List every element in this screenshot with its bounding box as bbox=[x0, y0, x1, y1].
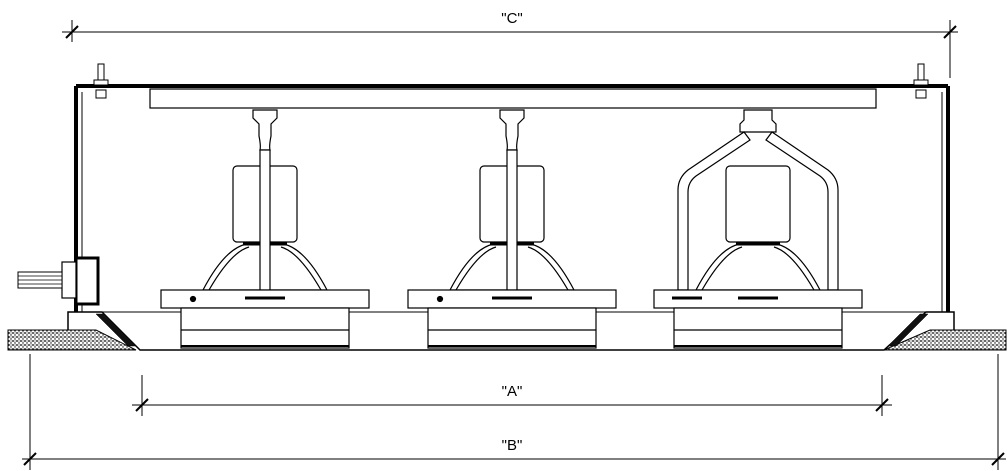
fixture-2-lens-housing bbox=[427, 307, 597, 349]
fixture-1-swivel bbox=[252, 109, 278, 151]
fixture-2-stem bbox=[506, 149, 518, 291]
dimension-c bbox=[62, 20, 958, 78]
dimension-a-label: "A" bbox=[502, 383, 523, 400]
hanger-bolt-right bbox=[913, 63, 929, 99]
fixture-3-swivel bbox=[739, 109, 777, 133]
fixture-2-swivel bbox=[499, 109, 525, 151]
dimension-b bbox=[22, 354, 1006, 470]
fixture-3 bbox=[653, 109, 863, 349]
fixture-1-lens-housing bbox=[180, 307, 350, 349]
fixture-3-lamp-housing bbox=[725, 165, 791, 243]
fixture-1 bbox=[160, 109, 370, 349]
mounting-rail bbox=[149, 88, 877, 109]
fixture-3-lens-housing bbox=[673, 307, 843, 349]
fixture-2 bbox=[407, 109, 617, 349]
fixtures-layer bbox=[160, 109, 863, 349]
fixture-3-reflector bbox=[695, 243, 821, 291]
junction-box bbox=[17, 256, 100, 306]
fixture-1-stem bbox=[259, 149, 271, 291]
dimension-a bbox=[132, 375, 892, 416]
fixture-housing bbox=[74, 84, 950, 312]
dimension-b-label: "B" bbox=[502, 437, 523, 454]
hanger-bolt-left bbox=[93, 63, 109, 99]
dimension-c-label: "C" bbox=[501, 10, 522, 27]
ceiling-left bbox=[7, 329, 137, 351]
